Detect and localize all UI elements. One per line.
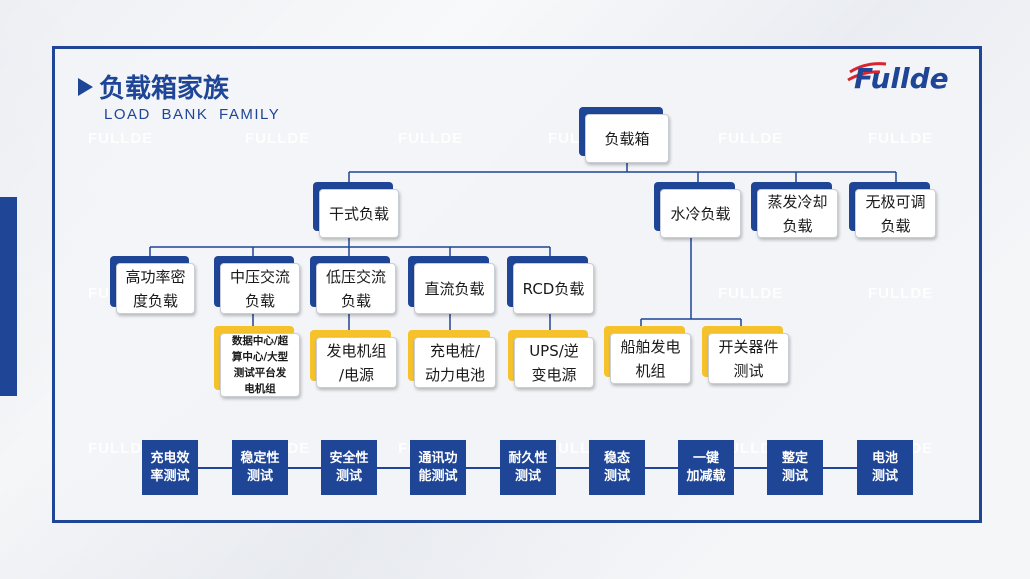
node-app-switchgear-test: 开关器件 测试 xyxy=(702,326,789,384)
node-app-ship-generator: 船舶发电 机组 xyxy=(604,326,691,384)
node-rcd-load: RCD负载 xyxy=(507,256,594,314)
watermark: FULLDE xyxy=(718,285,784,302)
node-root-label: 负载箱 xyxy=(585,114,669,163)
page-title-text: 负载箱家族 xyxy=(99,74,230,104)
node-stepless-adjustable-load: 无极可调 负载 xyxy=(849,182,936,238)
node-app-ups-inverter-label: UPS/逆 变电源 xyxy=(514,337,594,388)
test-steady-state: 稳态 测试 xyxy=(589,440,645,495)
node-dry-load-label: 干式负载 xyxy=(319,189,399,238)
node-medium-voltage-ac-load: 中压交流 负载 xyxy=(214,256,300,314)
node-rcd-load-label: RCD负载 xyxy=(513,263,594,314)
node-app-charging-pile-label: 充电桩/ 动力电池 xyxy=(414,337,496,388)
watermark: FULLDE xyxy=(245,130,311,147)
node-stepless-adjustable-load-label: 无极可调 负载 xyxy=(855,189,936,238)
triangle-bullet-icon xyxy=(78,77,93,96)
watermark: FULLDE xyxy=(868,285,934,302)
node-dc-load: 直流负载 xyxy=(408,256,495,314)
node-high-power-density-load-label: 高功率密 度负载 xyxy=(116,263,195,314)
node-app-data-center: 数据中心/超 算中心/大型 测试平台发 电机组 xyxy=(214,326,300,397)
node-low-voltage-ac-load-label: 低压交流 负载 xyxy=(316,263,396,314)
node-high-power-density-load: 高功率密 度负载 xyxy=(110,256,195,314)
page-subtitle: LOAD BANK FAMILY xyxy=(104,106,281,123)
node-app-ship-generator-label: 船舶发电 机组 xyxy=(610,333,691,384)
test-setting: 整定 测试 xyxy=(767,440,823,495)
node-medium-voltage-ac-load-label: 中压交流 负载 xyxy=(220,263,300,314)
test-durability: 耐久性 测试 xyxy=(500,440,556,495)
test-one-key-load: 一键 加减载 xyxy=(678,440,734,495)
node-evaporative-cooling-load: 蒸发冷却 负载 xyxy=(751,182,838,238)
test-safety: 安全性 测试 xyxy=(321,440,377,495)
node-water-cooled-load-label: 水冷负载 xyxy=(660,189,741,238)
node-water-cooled-load: 水冷负载 xyxy=(654,182,741,238)
node-evaporative-cooling-load-label: 蒸发冷却 负载 xyxy=(757,189,838,238)
node-app-charging-pile: 充电桩/ 动力电池 xyxy=(408,330,496,388)
watermark: FULLDE xyxy=(868,130,934,147)
fullde-logo: Fullde xyxy=(847,62,949,94)
test-battery: 电池 测试 xyxy=(857,440,913,495)
test-communication: 通讯功 能测试 xyxy=(410,440,466,495)
node-low-voltage-ac-load: 低压交流 负载 xyxy=(310,256,396,314)
node-app-switchgear-test-label: 开关器件 测试 xyxy=(708,333,789,384)
test-charging-efficiency: 充电效 率测试 xyxy=(142,440,198,495)
node-app-data-center-label: 数据中心/超 算中心/大型 测试平台发 电机组 xyxy=(220,333,300,397)
watermark: FULLDE xyxy=(718,440,784,457)
node-app-generator-power-label: 发电机组 /电源 xyxy=(316,337,397,388)
node-dry-load: 干式负载 xyxy=(313,182,399,238)
watermark: FULLDE xyxy=(88,440,154,457)
node-dc-load-label: 直流负载 xyxy=(414,263,495,314)
left-accent-bar xyxy=(0,197,17,396)
watermark: FULLDE xyxy=(88,130,154,147)
node-root: 负载箱 xyxy=(579,107,669,163)
watermark: FULLDE xyxy=(398,130,464,147)
node-app-ups-inverter: UPS/逆 变电源 xyxy=(508,330,594,388)
watermark: FULLDE xyxy=(718,130,784,147)
test-stability: 稳定性 测试 xyxy=(232,440,288,495)
page-title: 负载箱家族 xyxy=(78,68,229,105)
node-app-generator-power: 发电机组 /电源 xyxy=(310,330,397,388)
logo-text: Fullde xyxy=(854,62,949,94)
